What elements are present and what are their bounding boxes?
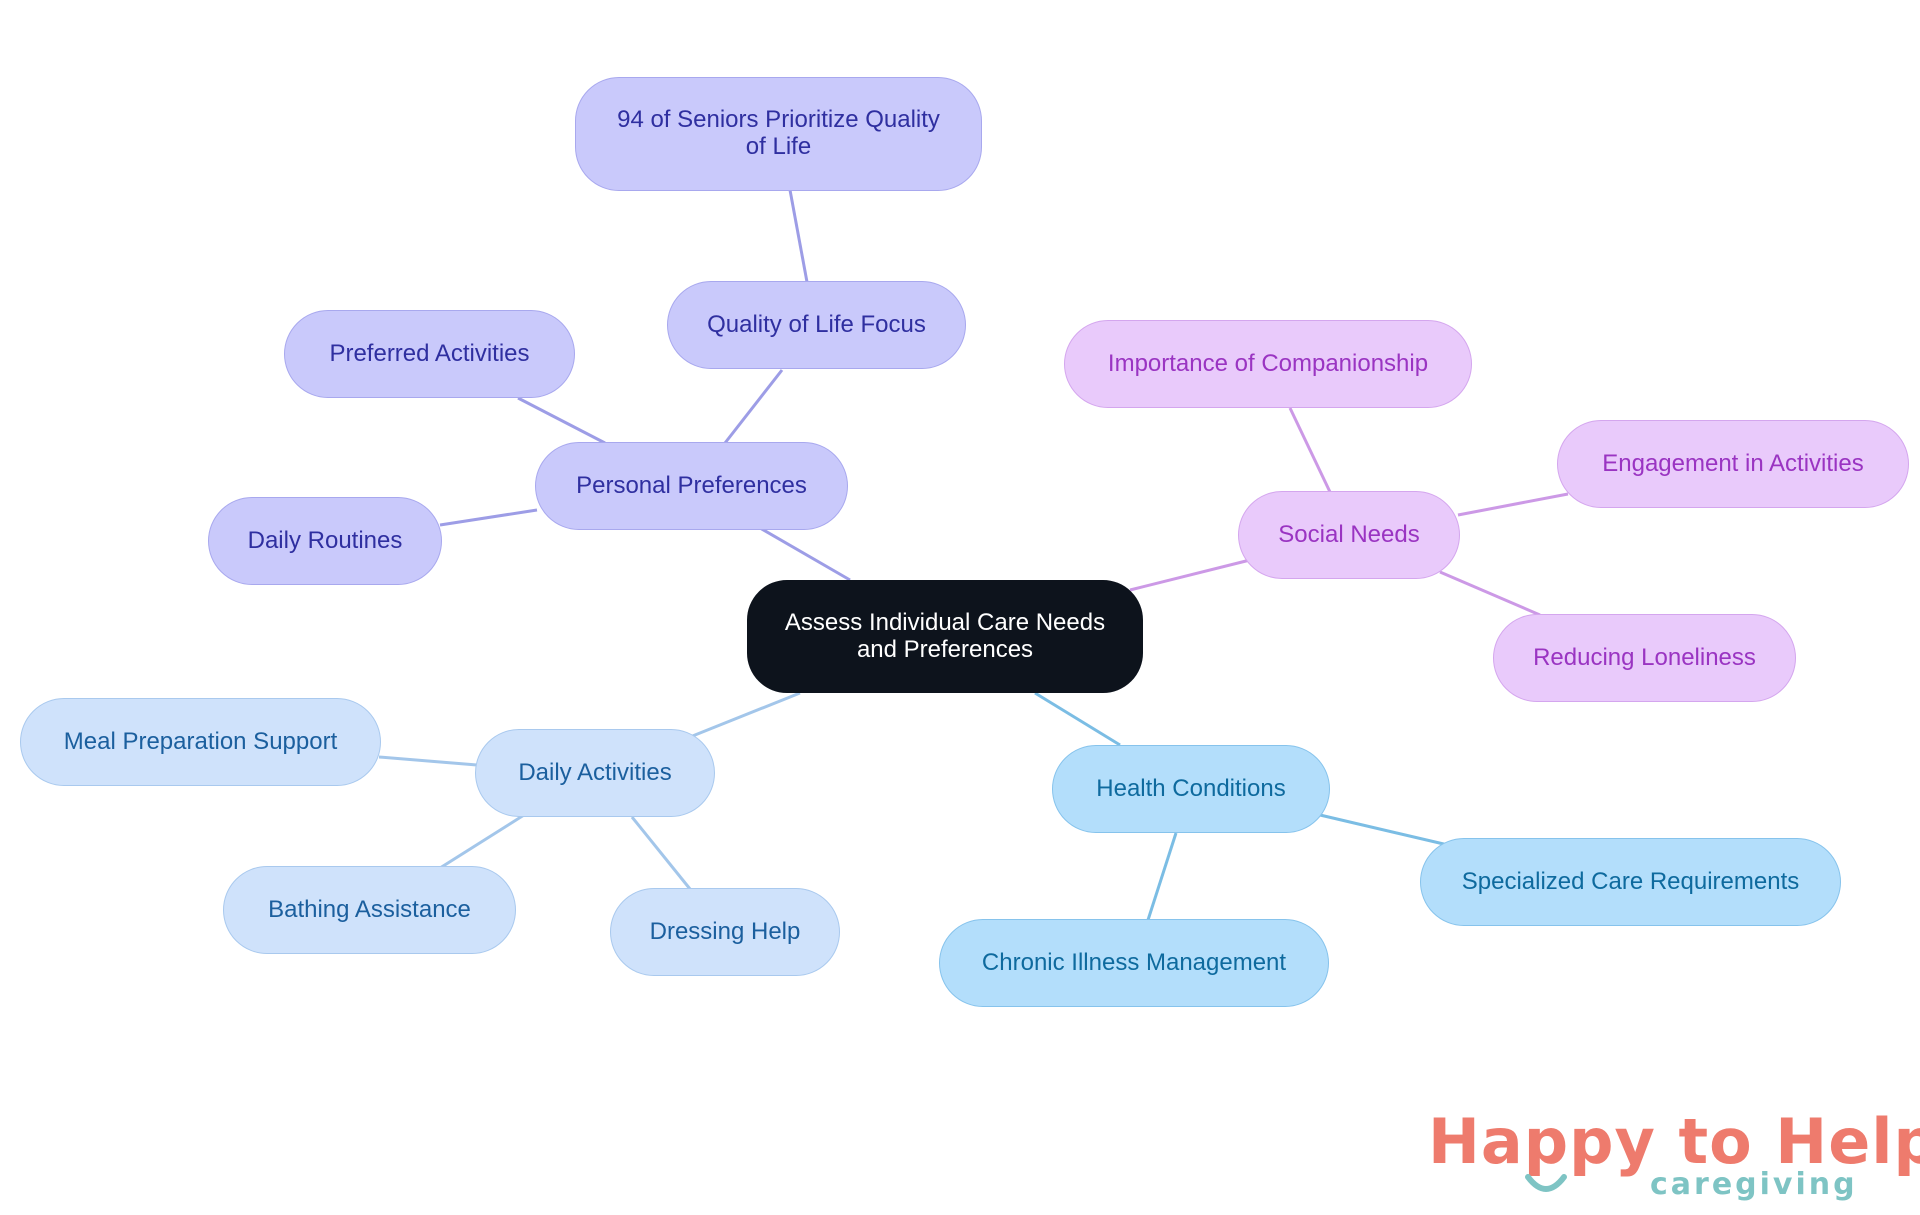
edge-personal-routines — [439, 508, 538, 527]
edge-daily-dressing — [630, 816, 692, 890]
node-social-needs[interactable]: Social Needs — [1238, 491, 1460, 579]
happy-to-help-logo: Happy to Help caregiving — [1420, 1105, 1920, 1205]
node-meal-preparation-support[interactable]: Meal Preparation Support — [20, 698, 381, 786]
node-preferred-activities[interactable]: Preferred Activities — [284, 310, 575, 398]
node-label: Health Conditions — [1096, 774, 1286, 802]
edge-root-social — [1129, 558, 1251, 592]
edge-social-engagement — [1457, 492, 1569, 517]
node-label: Social Needs — [1278, 520, 1420, 548]
logo-title: Happy to Help — [1428, 1105, 1920, 1178]
node-daily-routines[interactable]: Daily Routines — [208, 497, 442, 585]
node-label: Quality of Life Focus — [707, 310, 926, 338]
node-label: Personal Preferences — [576, 471, 807, 499]
node-dressing-help[interactable]: Dressing Help — [610, 888, 840, 976]
node-quality-of-life-focus[interactable]: Quality of Life Focus — [667, 281, 966, 369]
node-reducing-loneliness[interactable]: Reducing Loneliness — [1493, 614, 1796, 702]
node-chronic-illness-management[interactable]: Chronic Illness Management — [939, 919, 1329, 1007]
node-importance-of-companionship[interactable]: Importance of Companionship — [1064, 320, 1472, 408]
node-specialized-care-requirements[interactable]: Specialized Care Requirements — [1420, 838, 1841, 926]
node-label: Reducing Loneliness — [1533, 643, 1756, 671]
logo-subtitle: caregiving — [1650, 1167, 1858, 1202]
root-label: Assess Individual Care Needs and Prefere… — [784, 608, 1106, 663]
node-label: Preferred Activities — [329, 339, 530, 367]
edge-root-health — [1034, 691, 1121, 747]
node-daily-activities[interactable]: Daily Activities — [475, 729, 715, 817]
node-quality-of-life-stat[interactable]: 94 of Seniors Prioritize Quality of Life — [575, 77, 982, 191]
edge-daily-bathing — [439, 813, 525, 870]
node-label: Chronic Illness Management — [981, 948, 1287, 976]
root-node[interactable]: Assess Individual Care Needs and Prefere… — [747, 580, 1143, 693]
edge-quality-stat — [788, 189, 809, 283]
node-health-conditions[interactable]: Health Conditions — [1052, 745, 1330, 833]
node-personal-preferences[interactable]: Personal Preferences — [535, 442, 848, 530]
node-label: Dressing Help — [649, 917, 801, 945]
node-bathing-assistance[interactable]: Bathing Assistance — [223, 866, 516, 954]
edge-social-loneliness — [1439, 570, 1541, 617]
node-label: Importance of Companionship — [1107, 349, 1429, 377]
edge-health-specialized — [1319, 813, 1449, 847]
node-label: Specialized Care Requirements — [1461, 867, 1800, 895]
edge-daily-meal — [378, 755, 478, 767]
edge-root-daily — [689, 691, 801, 739]
smile-icon — [1525, 1174, 1567, 1192]
edge-personal-preferred — [517, 396, 606, 445]
node-label: Daily Routines — [247, 526, 403, 554]
node-label: 94 of Seniors Prioritize Quality of Life — [617, 106, 940, 160]
edge-health-chronic — [1146, 832, 1178, 921]
node-label: Engagement in Activities — [1602, 449, 1864, 477]
node-label: Bathing Assistance — [268, 895, 471, 923]
edge-personal-quality — [723, 369, 784, 444]
node-engagement-in-activities[interactable]: Engagement in Activities — [1557, 420, 1909, 508]
node-label: Meal Preparation Support — [63, 727, 338, 755]
node-label: Daily Activities — [518, 758, 672, 786]
edge-root-personal — [759, 526, 851, 582]
edge-social-companionship — [1288, 407, 1332, 493]
